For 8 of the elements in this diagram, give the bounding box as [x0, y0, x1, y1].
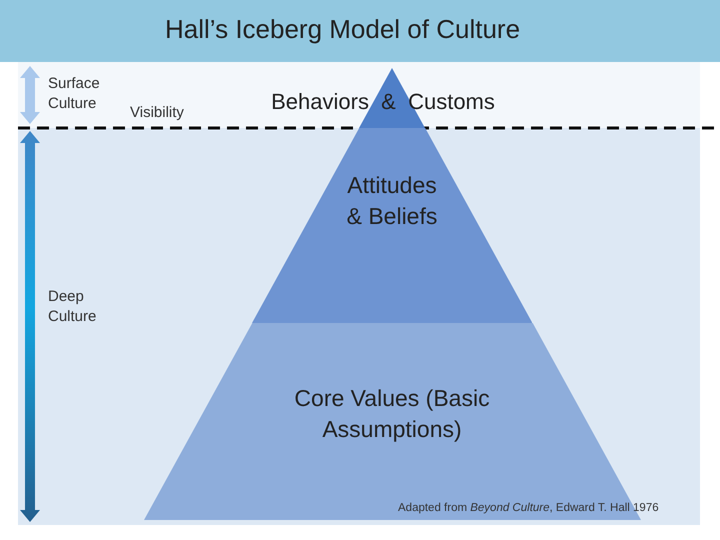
layer-label: Attitudes & Beliefs	[346, 172, 438, 230]
caption: Adapted from Beyond Culture, Edward T. Hall 1976	[398, 502, 659, 514]
side-label: Deep Culture	[48, 287, 98, 328]
layer-label: Behaviors & Customs	[271, 89, 495, 114]
side-label: Surface Culture	[48, 74, 101, 114]
side-label: Visibility	[130, 103, 185, 123]
title: Hall’s Iceberg Model of Culture	[165, 14, 520, 45]
layer-label: Core Values (Basic Assumptions)	[294, 385, 490, 442]
